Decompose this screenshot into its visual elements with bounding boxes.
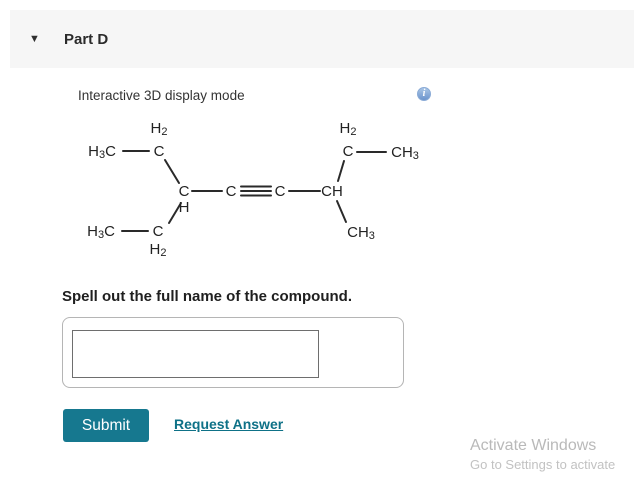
- atom-h2-top-right: H2: [340, 120, 357, 139]
- bond: [168, 202, 182, 224]
- info-icon[interactable]: i: [417, 87, 431, 101]
- question-prompt: Spell out the full name of the compound.: [62, 288, 352, 305]
- bond: [337, 160, 345, 182]
- atom-h-center-left: H: [179, 199, 190, 216]
- atom-c-top-left: C: [154, 143, 165, 160]
- atom-alkyne-c-left: C: [226, 183, 237, 200]
- answer-input[interactable]: [72, 330, 319, 378]
- answer-box: [62, 317, 404, 388]
- watermark-line1: Activate Windows: [470, 437, 597, 454]
- atom-ch-center-right: CH: [321, 183, 343, 200]
- bond: [336, 200, 347, 223]
- atom-h2-top-left: H2: [151, 120, 168, 139]
- atom-alkyne-c-right: C: [275, 183, 286, 200]
- atom-methyl-top-right: CH3: [391, 144, 419, 163]
- part-header[interactable]: ▼ Part D: [10, 10, 634, 68]
- submit-button[interactable]: Submit: [63, 409, 149, 442]
- atom-h2-bottom-left: H2: [150, 241, 167, 260]
- collapse-triangle-icon[interactable]: ▼: [29, 33, 40, 45]
- atom-methyl-bottom-right: CH3: [347, 224, 375, 243]
- display-mode-label: Interactive 3D display mode: [78, 88, 245, 103]
- atom-methyl-bottom-left: H3C: [87, 223, 115, 242]
- request-answer-link[interactable]: Request Answer: [174, 416, 284, 432]
- atom-c-top-right: C: [343, 143, 354, 160]
- activate-windows-watermark: Activate Windows Go to Settings to activ…: [470, 435, 615, 473]
- bond: [164, 159, 180, 184]
- part-title: Part D: [64, 30, 109, 48]
- atom-methyl-top-left: H3C: [88, 143, 116, 162]
- watermark-line2: Go to Settings to activate: [470, 457, 616, 472]
- atom-c-center-left: C: [179, 183, 190, 200]
- atom-c-bottom-left: C: [153, 223, 164, 240]
